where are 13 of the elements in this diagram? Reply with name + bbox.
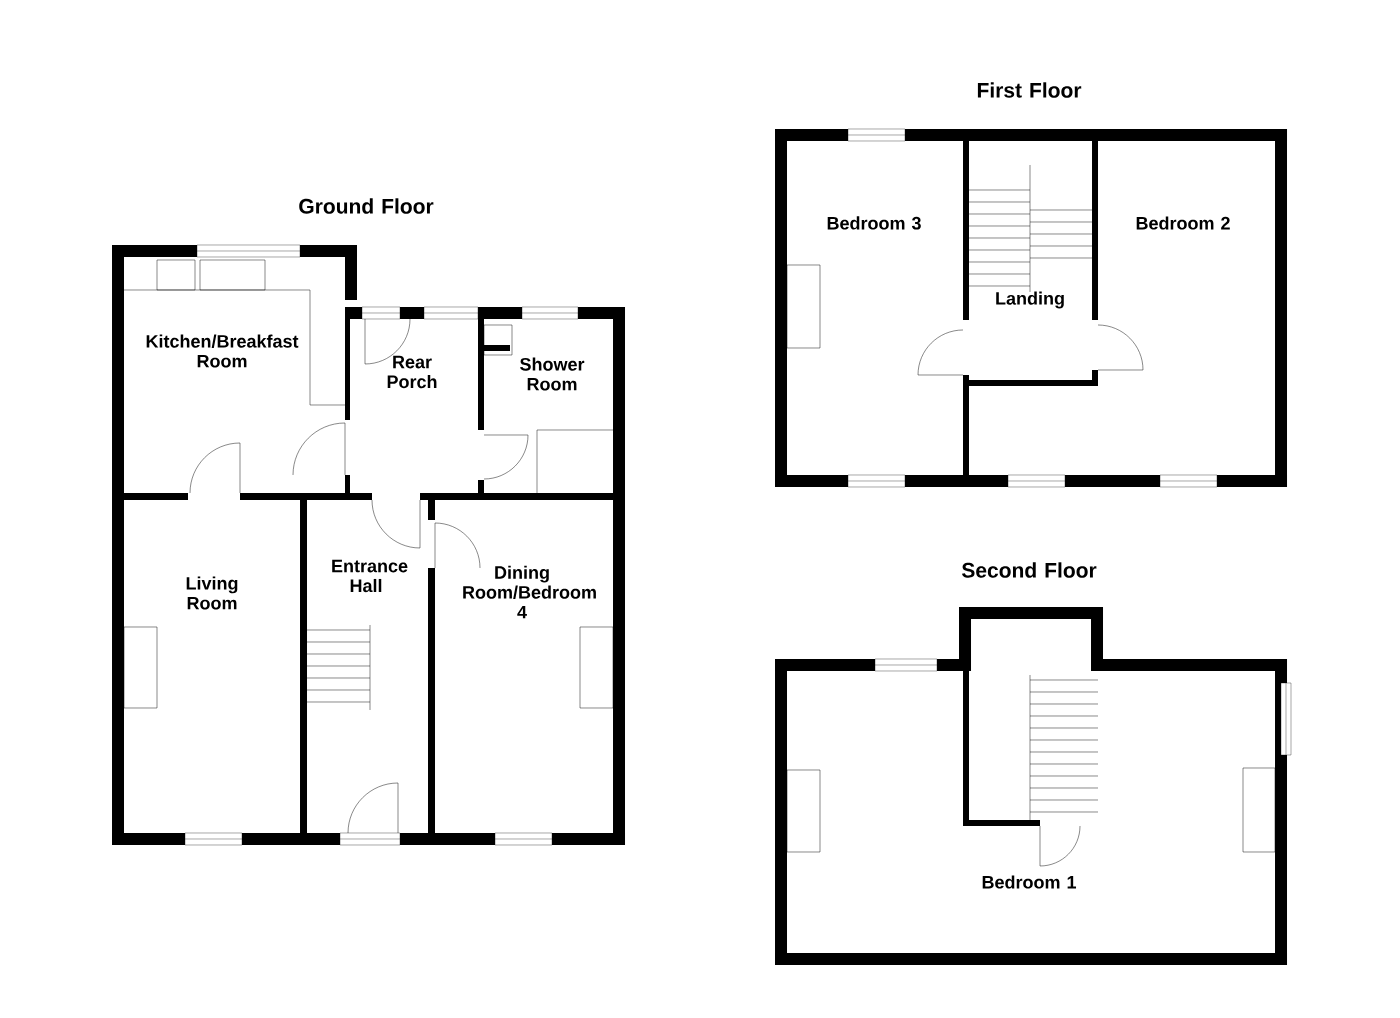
room-label: Bedroom 3 [827, 216, 921, 230]
room-label: Shower Room [520, 357, 585, 391]
room-label: Kitchen/Breakfast Room [146, 334, 299, 368]
room-label: Rear Porch [387, 355, 437, 389]
floor-title: First Floor [977, 82, 1082, 98]
room-label: Entrance Hall [332, 559, 408, 593]
floor-title: Second Floor [961, 562, 1097, 578]
floor-title: Ground Floor [299, 198, 434, 214]
room-label: Bedroom 2 [1136, 216, 1230, 230]
room-label: Living Room [186, 576, 238, 610]
room-label: Bedroom 1 [982, 875, 1076, 889]
room-label: Dining Room/Bedroom 4 [463, 565, 596, 619]
room-label: Landing [996, 291, 1064, 309]
